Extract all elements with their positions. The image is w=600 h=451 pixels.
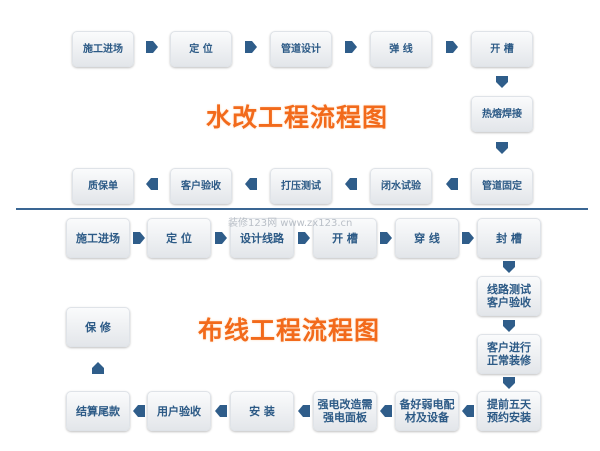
arrow-right-icon bbox=[380, 232, 392, 244]
arrow-right-icon bbox=[214, 232, 227, 244]
process-step: 管道固定 bbox=[471, 168, 533, 204]
process-step: 线路测试 客户验收 bbox=[477, 276, 541, 316]
section-divider bbox=[16, 208, 588, 210]
process-step: 质保单 bbox=[72, 168, 134, 204]
process-step: 施工进场 bbox=[72, 31, 134, 67]
arrow-right-icon bbox=[146, 41, 158, 53]
arrow-left-icon bbox=[380, 405, 392, 417]
process-step: 提前五天 预约安装 bbox=[477, 391, 541, 431]
process-step: 强电改造需 强电面板 bbox=[313, 391, 377, 431]
process-step: 备好弱电配 材及设备 bbox=[395, 391, 459, 431]
process-step: 开 槽 bbox=[313, 218, 377, 258]
arrow-right-icon bbox=[297, 232, 310, 244]
process-step: 管道设计 bbox=[270, 31, 332, 67]
wiring-title: 布线工程流程图 bbox=[198, 316, 381, 345]
process-step: 结算尾款 bbox=[66, 391, 130, 431]
arrow-right-icon bbox=[445, 41, 458, 53]
process-step: 弹 线 bbox=[370, 31, 432, 67]
arrow-down-icon bbox=[503, 261, 515, 273]
arrow-right-icon bbox=[345, 41, 357, 53]
process-step: 用户验收 bbox=[147, 391, 211, 431]
arrow-left-icon bbox=[297, 405, 310, 417]
process-step: 定 位 bbox=[147, 218, 211, 258]
arrow-right-icon bbox=[132, 232, 145, 244]
arrow-down-icon bbox=[503, 320, 515, 332]
process-step: 客户进行 正常装修 bbox=[477, 334, 541, 374]
arrow-left-icon bbox=[345, 178, 357, 190]
water-title: 水改工程流程图 bbox=[206, 103, 389, 132]
process-step: 安 装 bbox=[230, 391, 294, 431]
process-step: 闭水试验 bbox=[370, 168, 432, 204]
arrow-down-icon bbox=[496, 76, 508, 88]
process-step: 封 槽 bbox=[477, 218, 541, 258]
process-step: 穿 线 bbox=[395, 218, 459, 258]
arrow-left-icon bbox=[214, 405, 227, 417]
process-step: 保 修 bbox=[66, 307, 130, 347]
watermark: 装修123网 www.zx123.cn bbox=[228, 218, 353, 229]
arrow-left-icon bbox=[132, 405, 145, 417]
arrow-left-icon bbox=[146, 178, 158, 190]
arrow-right-icon bbox=[245, 41, 257, 53]
arrow-down-icon bbox=[496, 142, 508, 154]
arrow-right-icon bbox=[462, 232, 474, 244]
process-step: 定 位 bbox=[170, 31, 232, 67]
process-step: 热熔焊接 bbox=[471, 96, 533, 132]
arrow-down-icon bbox=[503, 377, 515, 389]
arrow-up-icon bbox=[92, 362, 104, 374]
process-step: 开 槽 bbox=[471, 31, 533, 67]
process-step: 客户验收 bbox=[170, 168, 232, 204]
arrow-left-icon bbox=[445, 178, 458, 190]
arrow-left-icon bbox=[462, 405, 474, 417]
process-step: 设计线路 bbox=[230, 218, 294, 258]
process-step: 打压测试 bbox=[270, 168, 332, 204]
process-step: 施工进场 bbox=[66, 218, 130, 258]
arrow-left-icon bbox=[245, 178, 257, 190]
